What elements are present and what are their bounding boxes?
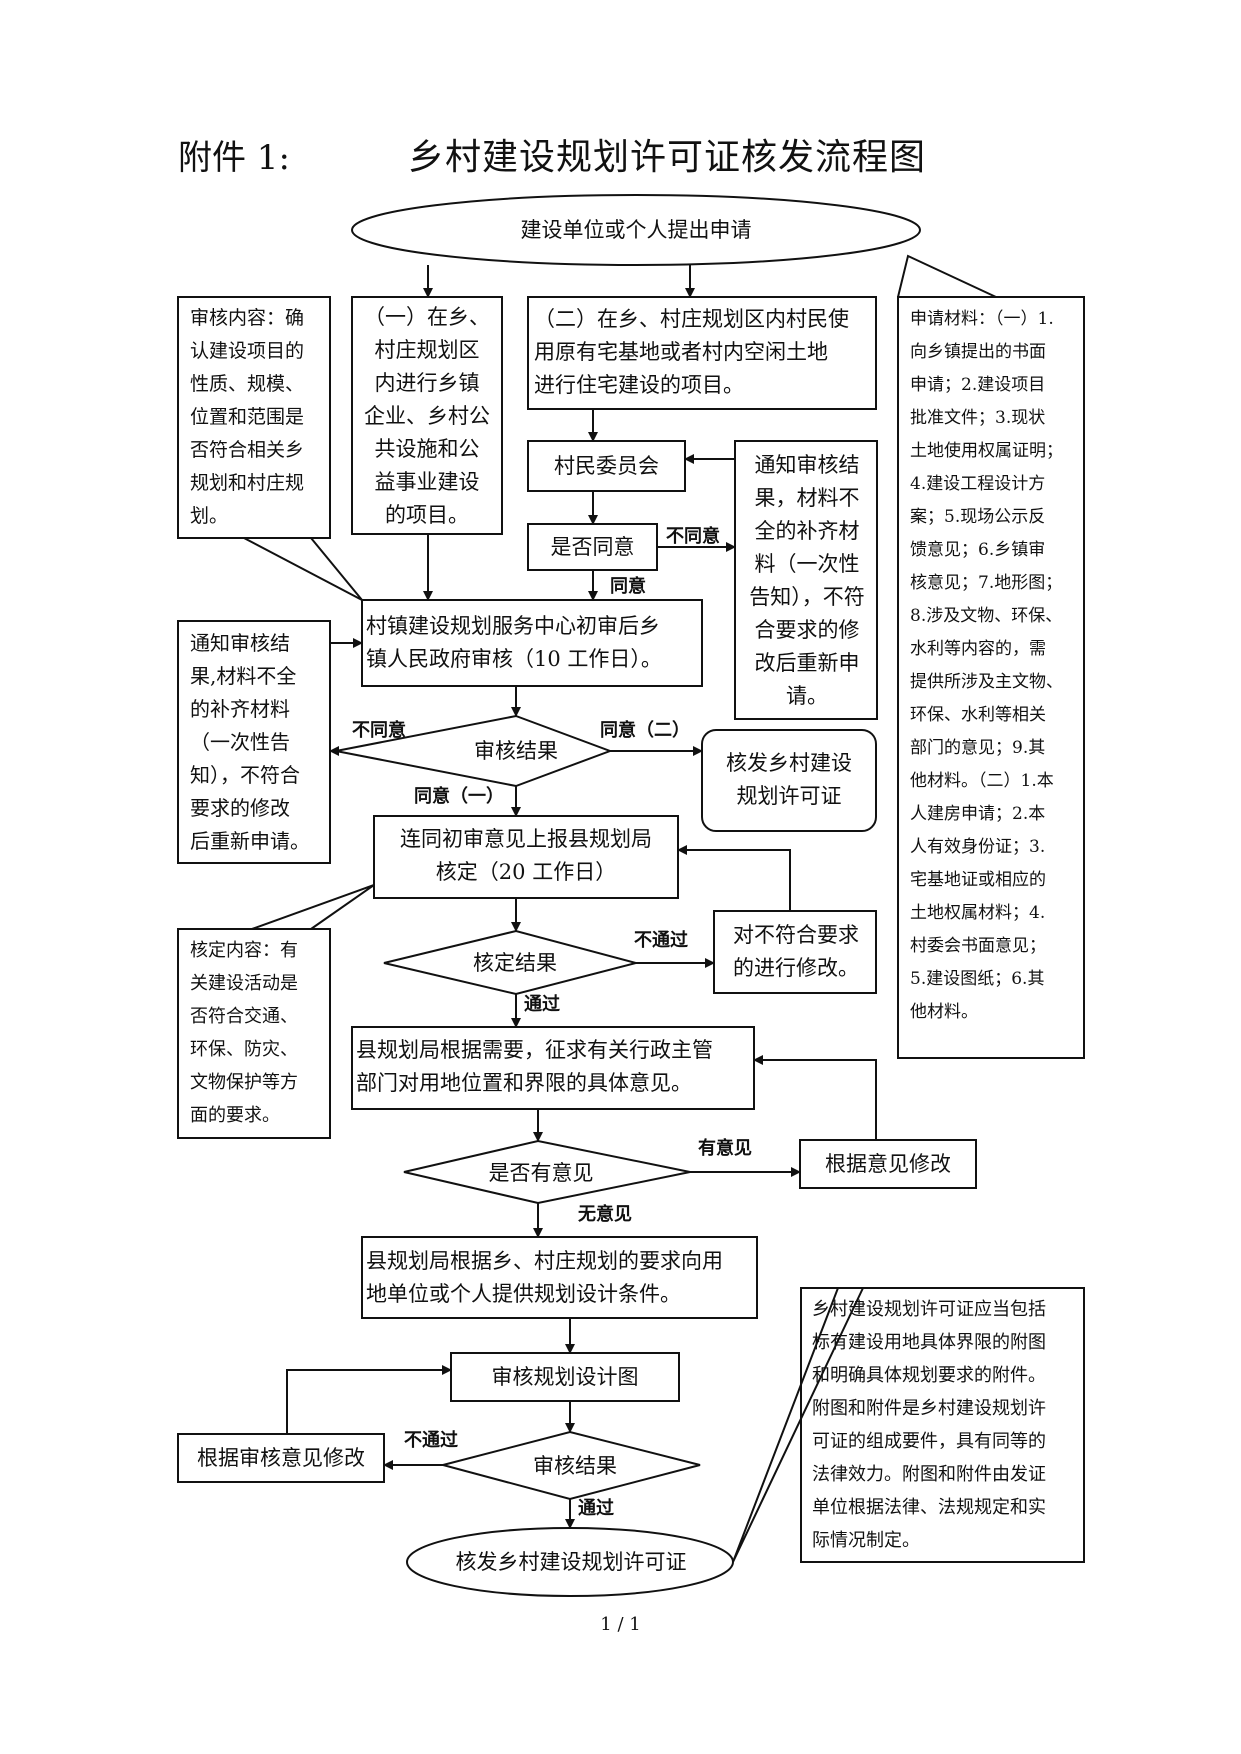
county-submit-box	[373, 815, 679, 899]
issue-permit-node: 核发乡村建设 规划许可证	[726, 751, 852, 808]
village-committee-node: 村民委员会	[554, 454, 659, 478]
permit-note	[800, 1287, 1085, 1563]
review-result2-diamond	[439, 1430, 701, 1501]
start-node: 建设单位或个人提出申请	[520, 218, 752, 242]
issue-box	[701, 729, 877, 832]
county-submit-node: 连同初审意见上报县规划局 核定（20 工作日）	[400, 827, 652, 884]
provide-conditions-box	[361, 1236, 758, 1319]
notify-left-note-text: 通知审核结 果,材料不全 的补齐材料 （一次性告 知），不符合 要求的修改 后重…	[190, 631, 310, 853]
label-agree-1: 同意	[610, 576, 646, 597]
check-result-node: 核定结果	[473, 951, 557, 975]
revise-by-review-node: 根据审核意见修改	[197, 1446, 365, 1470]
revise-by-opinion-node: 根据意见修改	[825, 1152, 951, 1176]
notify-left-note	[177, 620, 331, 864]
review-design-node: 审核规划设计图	[491, 1365, 639, 1389]
label-agree-one: 同意（一）	[414, 786, 504, 807]
page-number: 1 / 1	[600, 1614, 641, 1635]
label-agree-two: 同意（二）	[600, 720, 690, 741]
materials-note-text: 申请材料：（一）1. 向乡镇提出的书面 申请；2.建设项目 批准文件；3.现状 …	[910, 309, 1063, 1022]
end-node: 核发乡村建设规划许可证	[455, 1550, 687, 1574]
review-result2-node: 审核结果	[533, 1454, 617, 1478]
notify-mid-node: 通知审核结 果，材料不 全的补齐材 料（一次性 告知），不符 合要求的修 改后重…	[749, 453, 865, 708]
label-not-pass-1: 不通过	[634, 930, 688, 951]
permit-note-text: 乡村建设规划许可证应当包括 标有建设用地具体界限的附图 和明确具体规划要求的附件…	[812, 1299, 1046, 1551]
label-disagree-2: 不同意	[352, 720, 406, 741]
revise-by-review-box	[177, 1433, 385, 1483]
fix-box	[713, 910, 877, 994]
label-disagree-1: 不同意	[666, 526, 720, 547]
label-pass-2: 通过	[578, 1498, 614, 1519]
review-content-note-text: 审核内容：确 认建设项目的 性质、规模、 位置和范围是 否符合相关乡 规划和村庄…	[190, 307, 305, 527]
notify-mid-box	[734, 440, 878, 720]
branch1-node: （一）在乡、 村庄规划区 内进行乡镇 企业、乡村公 共设施和公 益事业建设 的项…	[364, 305, 490, 527]
branch2-box	[527, 296, 877, 410]
fix-node: 对不符合要求 的进行修改。	[733, 923, 859, 980]
page-title: 乡村建设规划许可证核发流程图	[408, 137, 927, 178]
provide-conditions-node: 县规划局根据乡、村庄规划的要求向用 地单位或个人提供规划设计条件。	[366, 1249, 723, 1306]
label-no-opinion: 无意见	[578, 1204, 632, 1225]
solicit-box	[351, 1026, 755, 1110]
opinion-question-node: 是否有意见	[488, 1161, 594, 1185]
review-content-note	[177, 296, 331, 539]
label-not-pass-2: 不通过	[404, 1430, 458, 1451]
label-pass-1: 通过	[524, 994, 560, 1015]
center-review-node: 村镇建设规划服务中心初审后乡 镇人民政府审核（10 工作日）。	[366, 614, 662, 671]
branch2-node: （二）在乡、村庄规划区内村民使 用原有宅基地或者村内空闲土地 进行住宅建设的项目…	[534, 307, 849, 397]
label-has-opinion: 有意见	[698, 1138, 752, 1159]
village-committee-box	[527, 440, 686, 492]
revise-by-opinion-box	[799, 1139, 977, 1189]
start-ellipse	[351, 194, 921, 266]
review-result-node: 审核结果	[474, 739, 558, 763]
check-content-note-text: 核定内容：有 关建设活动是 否符合交通、 环保、防灾、 文物保护等方 面的要求。	[190, 940, 298, 1126]
agree-question-node: 是否同意	[550, 535, 635, 559]
solicit-node: 县规划局根据需要，征求有关行政主管 部门对用地位置和界限的具体意见。	[356, 1038, 713, 1095]
materials-note	[897, 296, 1085, 1059]
attachment-label: 附件 1:	[178, 138, 290, 178]
